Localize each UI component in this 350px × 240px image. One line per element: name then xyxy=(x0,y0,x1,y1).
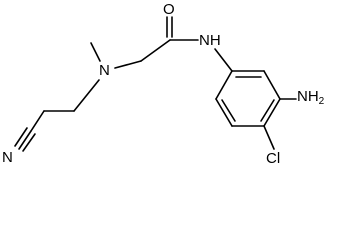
amine-nitrogen-label: N xyxy=(99,62,110,79)
nitrile-triple-bond-2 xyxy=(22,133,36,152)
ring-inner-bond-2 xyxy=(260,99,275,122)
nitrile-triple-bond-3 xyxy=(14,127,28,147)
amino-subscript: 2 xyxy=(319,96,325,107)
bond-amine-chain xyxy=(73,79,100,112)
bond-lines xyxy=(14,16,297,152)
nitrile-triple-bond-1 xyxy=(18,130,32,150)
molecule-structure: O NH N N NH2 Cl xyxy=(2,1,325,167)
bond-amine-methyl xyxy=(90,42,101,62)
nitrile-nitrogen-label: N xyxy=(2,149,13,166)
ring-bond-5 xyxy=(215,98,233,127)
ring-bond-6 xyxy=(215,70,233,100)
chlorine-label: Cl xyxy=(266,150,280,167)
amino-group-text: NH xyxy=(297,88,319,105)
bond-carbonyl-ch2 xyxy=(140,39,171,62)
amide-nitrogen-label: NH xyxy=(199,32,221,49)
bond-ch2-amine xyxy=(114,60,142,69)
carbonyl-oxygen-label: O xyxy=(163,1,175,18)
ring-inner-bond-3 xyxy=(221,99,236,122)
bond-nh-ring xyxy=(214,48,233,72)
ring-bond-2 xyxy=(263,70,281,100)
bond-chain-nitrile-carbon xyxy=(30,110,45,132)
bond-ring-chlorine xyxy=(263,125,275,150)
amino-group-label: NH2 xyxy=(297,88,325,107)
ring-bond-3 xyxy=(263,98,281,127)
